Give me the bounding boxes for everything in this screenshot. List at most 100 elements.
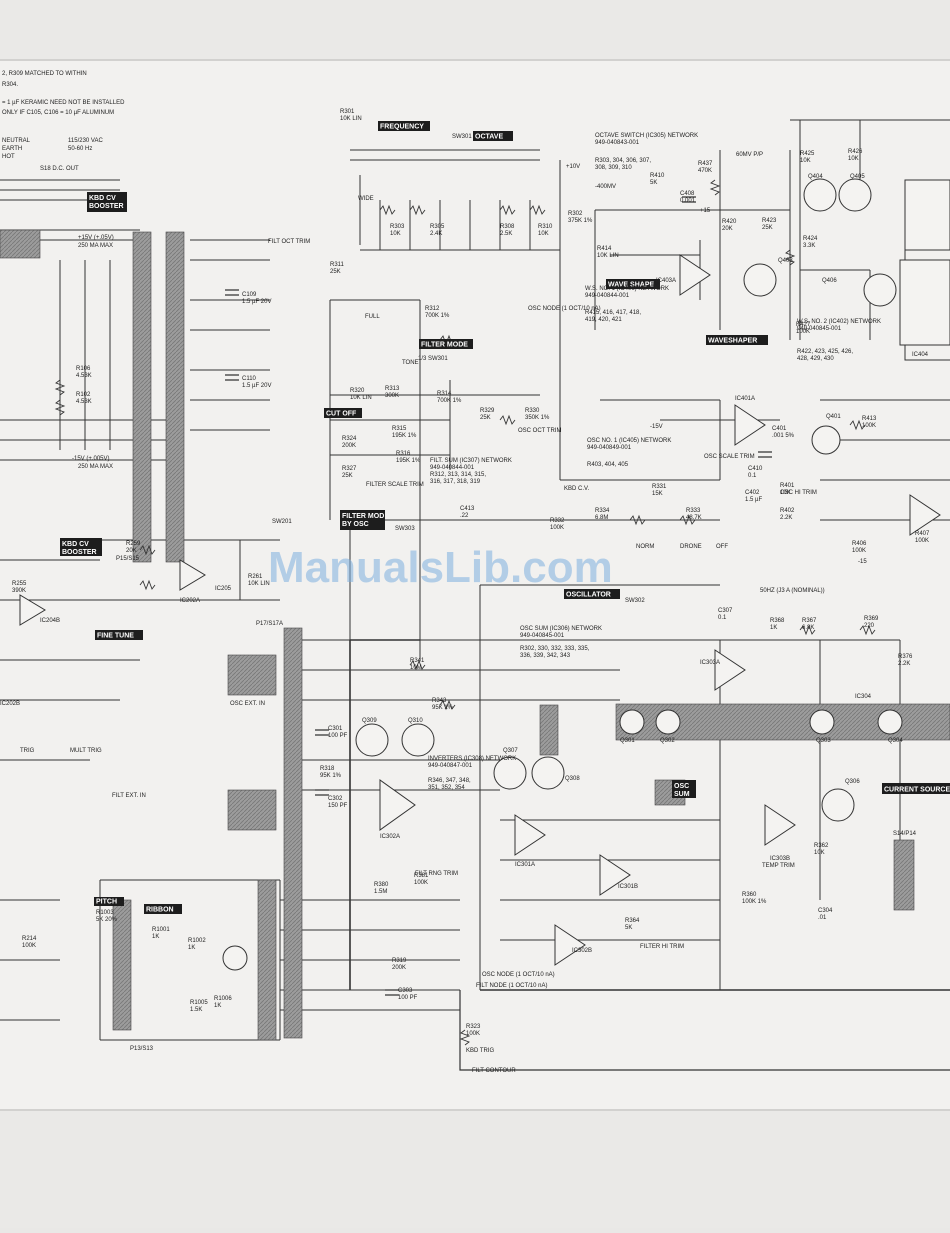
sw-sw302: SW302	[625, 598, 645, 604]
block-header-kbd_cv_booster_1: BOOSTER	[89, 203, 124, 210]
label-r367: R367	[802, 618, 817, 624]
label-r330: R330	[525, 408, 540, 414]
ic-labels-layer: IC301AIC301BIC302AIC302BIC303AIC303BIC30…	[0, 278, 929, 954]
value-c304: .01	[818, 915, 827, 921]
q-q304: Q304	[888, 738, 903, 744]
block-header-ribbon: RIBBON	[146, 907, 174, 914]
block-header-box-filter_mod_by_osc	[340, 510, 385, 530]
sw-sw301: SW301	[452, 134, 472, 140]
sw-sw303: SW303	[395, 526, 415, 532]
value-c307: 0.1	[718, 615, 727, 621]
wiring	[0, 119, 950, 1071]
block-header-box-oscillator	[564, 589, 620, 599]
network-note: 949-040845-001	[797, 326, 842, 332]
network-note: 428, 429, 430	[797, 356, 834, 362]
network-note: INVERTERS (IC308) NETWORK	[428, 756, 516, 762]
note-supply-plus-ma: 250 MA MAX	[78, 243, 113, 249]
value-r106: 4.53K	[76, 373, 92, 379]
annotation: -15	[858, 559, 867, 565]
label-r303: R303	[390, 224, 405, 230]
annotation: OSC SCALE TRIM	[704, 454, 755, 460]
annotation: OSC OCT TRIM	[518, 428, 561, 434]
block-header-box-octave	[473, 131, 513, 141]
q308-symbol	[531, 756, 565, 790]
note-ac: HOT	[2, 154, 15, 160]
annotation: OFF	[716, 544, 728, 550]
annotation: FILTER SCALE TRIM	[366, 482, 424, 488]
ic-ic404: IC404	[912, 352, 929, 358]
block-header-oscillator: OSCILLATOR	[566, 592, 611, 599]
value-r334: 6.8M	[595, 515, 608, 521]
q307-symbol	[493, 756, 527, 790]
ic-ic301b: IC301B	[618, 884, 638, 890]
block-header-pitch: PITCH	[96, 899, 117, 906]
q-q301: Q301	[620, 738, 635, 744]
label-r368: R368	[770, 618, 785, 624]
value-r420: 20K	[722, 226, 733, 232]
block-header-box-frequency	[378, 121, 430, 131]
label-r301: R301	[340, 109, 355, 115]
annotation: NORM	[636, 544, 654, 550]
label-r318: R318	[320, 766, 335, 772]
value-r261: 10K LIN	[248, 581, 270, 587]
connector-left-top	[0, 229, 41, 259]
label-r261: R261	[248, 574, 263, 580]
label-r401: R401	[780, 483, 795, 489]
label-r313: R313	[385, 386, 400, 392]
value-r341: 10M	[410, 665, 422, 671]
annotation: FILTER HI TRIM	[640, 944, 684, 950]
label-r312: R312	[425, 306, 440, 312]
value-c410: 0.1	[748, 473, 757, 479]
value-c109: 1.5 µF 20V	[242, 299, 271, 305]
watermark: ManualsLib.com	[268, 543, 613, 592]
label-r1006: R1006	[214, 996, 232, 1002]
annotation: OSC EXT. IN	[230, 701, 265, 707]
connector-p17-s17a	[257, 879, 277, 1041]
value-r315: 195K 1%	[392, 433, 417, 439]
network-note: 316, 317, 318, 319	[430, 479, 481, 485]
ic-ic204b: IC204B	[40, 618, 60, 624]
value-r343: 95K 1%	[432, 705, 454, 711]
label-r427: R427	[796, 322, 811, 328]
label-r341: R341	[410, 658, 425, 664]
ic302a-symbol	[379, 779, 416, 831]
q-q404: Q404	[808, 174, 823, 180]
value-r367: 6.8K	[802, 625, 814, 631]
note-ac: 115/230 VAC	[68, 138, 103, 144]
network-note: 419, 420, 421	[585, 317, 622, 323]
annotation: S14/P14	[893, 831, 917, 837]
annotation: FILT CONTOUR	[472, 1068, 516, 1074]
ic-right-symbol	[909, 494, 941, 536]
ic-ic303b: IC303B	[770, 856, 790, 862]
label-r308: R308	[500, 224, 515, 230]
value-r330: 350K 1%	[525, 415, 550, 421]
value-r311: 25K	[330, 269, 341, 275]
value-r324: 200K	[342, 443, 356, 449]
block-header-frequency: FREQUENCY	[380, 124, 424, 131]
network-note: R303, 304, 306, 307,	[595, 158, 651, 164]
label-c401: C401	[772, 426, 787, 432]
label-c302: C302	[328, 796, 343, 802]
block-header-cut_off: CUT OFF	[326, 411, 357, 418]
value-r1001: 1K	[152, 934, 159, 940]
annotation: P17/S17A	[256, 621, 283, 627]
network-note: 949-040847-001	[428, 763, 473, 769]
network-note: W.S. NO. 1 (IC406) NETWORK	[585, 286, 669, 292]
label-r316: R316	[396, 451, 411, 457]
label-r413: R413	[862, 416, 877, 422]
label-c110: C110	[242, 376, 257, 382]
block-header-box-ribbon	[144, 904, 182, 914]
network-note: R415, 416, 417, 418,	[585, 310, 641, 316]
q-q403: Q403	[778, 258, 793, 264]
annotation: OSC NODE (1 OCT/10 nA)	[482, 972, 555, 978]
ic202a-symbol	[179, 559, 206, 591]
annotation: FILT EXT. IN	[112, 793, 146, 799]
value-r1002: 1K	[188, 945, 195, 951]
connector-s17-p17	[165, 231, 185, 563]
value-r426: 10K	[848, 156, 859, 162]
